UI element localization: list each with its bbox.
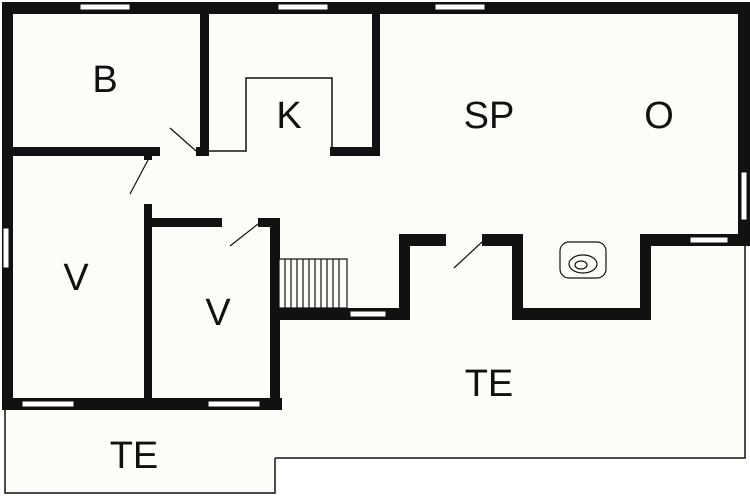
terrace-floor-bottom	[5, 405, 277, 493]
door-swing-v1	[129, 159, 149, 195]
window-bottom-2	[207, 400, 261, 408]
window-bottom-1	[21, 400, 75, 408]
door-gap-v1	[144, 160, 152, 204]
window-top-3	[434, 3, 486, 11]
room-label-bedroom-left: V	[63, 257, 89, 299]
wall-south-bay	[512, 308, 651, 320]
wall-east-v2	[270, 218, 280, 410]
wall-south-bay-step	[512, 234, 523, 320]
terrace-outline-bottom	[4, 405, 276, 494]
wall-south-o-step	[640, 234, 651, 320]
door-swing-b	[169, 127, 197, 152]
wall-k-south	[330, 147, 380, 156]
staircase-icon	[278, 258, 348, 309]
wall-b-east	[200, 2, 209, 156]
wall-b-south	[2, 147, 209, 156]
room-label-terrace-right: TE	[465, 363, 514, 405]
room-label-living: O	[644, 95, 674, 137]
window-south-stair	[349, 310, 387, 318]
wall-v1-east	[144, 147, 152, 410]
terrace-outline-right	[275, 240, 746, 459]
wall-k-east	[372, 2, 380, 156]
wall-v2-north	[144, 218, 280, 227]
window-left	[2, 227, 10, 269]
door-gap-v2	[222, 218, 258, 227]
room-label-bedroom-middle: V	[205, 292, 231, 334]
kitchen-counter	[209, 77, 333, 152]
window-top-1	[79, 3, 131, 11]
door-gap-terrace	[446, 234, 482, 246]
room-label-dining: SP	[464, 95, 515, 137]
stove-icon	[559, 241, 607, 279]
door-swing-terrace	[453, 241, 483, 269]
wall-south-sp-step	[399, 234, 410, 320]
wall-left	[2, 2, 13, 410]
terrace-floor-right	[275, 238, 745, 458]
window-south-o	[689, 236, 729, 244]
room-label-kitchen: K	[276, 95, 301, 137]
room-label-bedroom-top: B	[92, 59, 117, 101]
wall-south-stair	[270, 308, 410, 320]
door-swing-v2	[229, 223, 259, 247]
window-top-2	[277, 3, 329, 11]
room-label-terrace-bottom: TE	[110, 435, 159, 477]
door-gap-b	[160, 147, 196, 156]
window-right	[740, 171, 748, 221]
